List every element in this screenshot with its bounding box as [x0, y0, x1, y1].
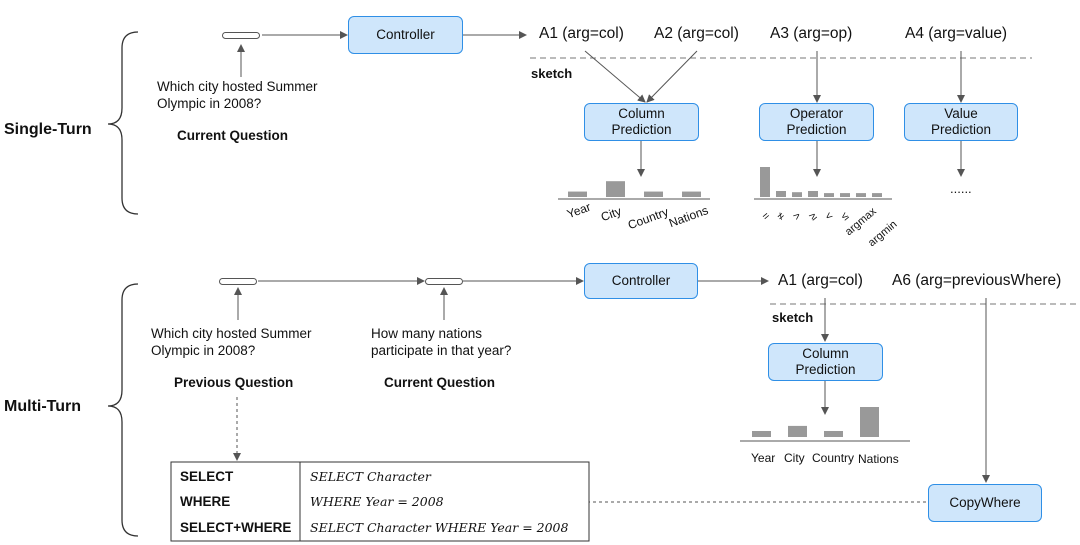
st-question-line-1: Which city hosted Summer: [157, 79, 318, 94]
mt-action-a6: A6 (arg=previousWhere): [892, 272, 1062, 289]
sql-row-where-clause: WHERE: [180, 494, 231, 509]
copywhere-box: CopyWhere: [928, 484, 1042, 522]
st-operator-bar-1: [776, 191, 786, 197]
sql-row-select-expr: SELECT Character: [310, 469, 431, 484]
st-operator-prediction-box: Operator Prediction: [759, 103, 874, 141]
st-controller-box: Controller: [348, 16, 463, 54]
mt-column-bars: [752, 407, 879, 437]
mt-sketch-label: sketch: [772, 310, 814, 325]
mt-col-label-year: Year: [751, 451, 776, 465]
sql-row-select-clause: SELECT: [180, 469, 234, 484]
mt-column-bar-2: [824, 431, 843, 437]
mt-column-bar-3: [860, 407, 879, 437]
st-operator-bar-5: [840, 193, 850, 197]
st-a2-to-column-arrow: [646, 50, 698, 103]
single-turn-brace: [107, 31, 139, 215]
mt-column-prediction-line-2: Prediction: [795, 362, 856, 377]
st-column-bar-3: [682, 191, 701, 197]
mt-col-label-country: Country: [812, 451, 855, 465]
sql-row-where-expr: WHERE Year = 2008: [310, 494, 444, 509]
mt-current-question-label: Current Question: [384, 375, 496, 390]
st-action-a4: A4 (arg=value): [905, 25, 1008, 42]
st-column-bar-2: [644, 191, 663, 197]
st-column-prediction-box: Column Prediction: [584, 103, 699, 141]
st-column-bars: [568, 181, 701, 197]
mt-cur-question-line-2: participate in that year?: [371, 343, 512, 358]
st-action-a2: A2 (arg=col): [654, 25, 739, 42]
sql-row-selectwhere-expr: SELECT Character WHERE Year = 2008: [310, 520, 569, 535]
st-value-prediction-line-2: Prediction: [930, 122, 992, 137]
mt-column-prediction-line-1: Column: [802, 346, 849, 361]
mt-cur-question-encoder: [425, 278, 463, 285]
st-operator-bar-4: [824, 193, 834, 197]
st-operator-bar-3: [808, 191, 818, 197]
sql-row-selectwhere-clause: SELECT+WHERE: [180, 520, 292, 535]
st-current-question-label: Current Question: [177, 128, 289, 143]
sql-table-frame: [170, 461, 590, 542]
st-column-prediction-line-1: Column: [618, 106, 665, 121]
mt-prev-question-line-1: Which city hosted Summer: [151, 326, 312, 341]
mt-previous-question-label: Previous Question: [174, 375, 294, 390]
st-action-a1: A1 (arg=col): [539, 25, 624, 42]
st-column-bar-1: [606, 181, 625, 197]
st-operator-bar-0: [760, 167, 770, 197]
st-operator-bar-2: [792, 192, 802, 197]
mt-cur-question-line-1: How many nations: [371, 326, 483, 341]
st-action-a3: A3 (arg=op): [770, 25, 853, 42]
mt-controller-box: Controller: [584, 263, 698, 299]
multi-turn-label: Multi-Turn: [4, 398, 82, 415]
multi-turn-brace: [107, 283, 139, 537]
st-sketch-label: sketch: [531, 66, 573, 81]
mt-column-prediction-box: Column Prediction: [768, 343, 883, 381]
st-operator-bar-6: [856, 193, 866, 197]
mt-action-a1: A1 (arg=col): [778, 272, 863, 289]
mt-col-label-nations: Nations: [858, 452, 899, 466]
st-value-prediction-line-1: Value: [944, 106, 978, 121]
st-value-prediction-box: Value Prediction: [904, 103, 1018, 141]
mt-prev-question-encoder: [219, 278, 257, 285]
mt-column-bar-0: [752, 431, 771, 437]
st-operator-bars: [760, 167, 882, 197]
st-a1-to-column-arrow: [584, 50, 646, 103]
st-operator-prediction-line-2: Prediction: [786, 122, 847, 137]
st-operator-prediction-line-1: Operator: [789, 106, 844, 121]
mt-column-bar-1: [788, 425, 807, 437]
st-column-prediction-line-2: Prediction: [611, 122, 672, 137]
single-turn-label: Single-Turn: [4, 121, 92, 138]
st-question-encoder: [222, 32, 260, 39]
mt-prev-question-line-2: Olympic in 2008?: [151, 343, 256, 358]
st-column-bar-0: [568, 191, 587, 197]
st-value-ellipsis: ......: [950, 181, 972, 196]
st-question-line-2: Olympic in 2008?: [157, 96, 262, 111]
mt-col-label-city: City: [784, 451, 805, 465]
st-operator-bar-7: [872, 193, 882, 197]
